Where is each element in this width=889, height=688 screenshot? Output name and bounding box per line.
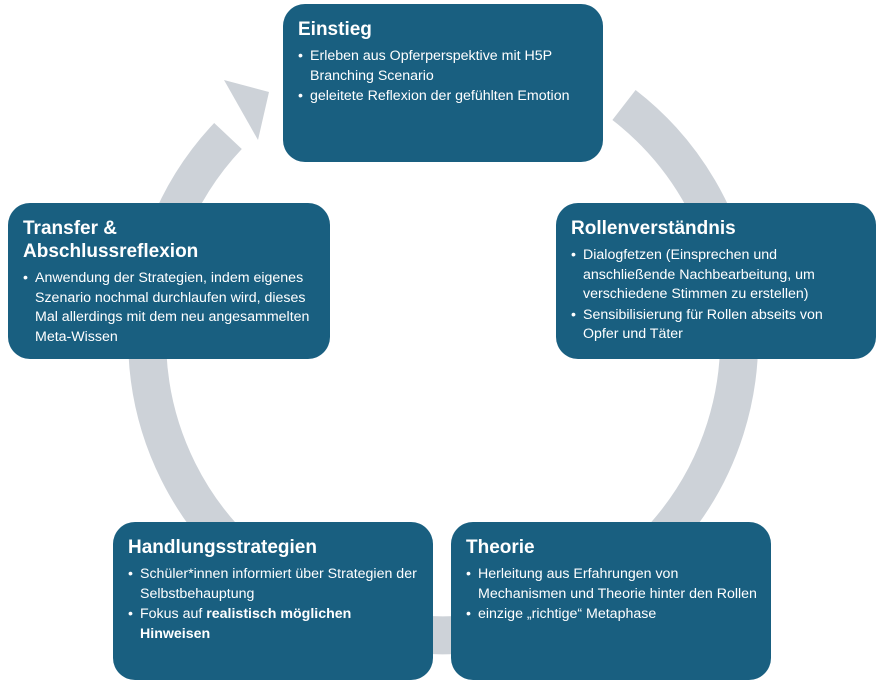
stage-title: Theorie [466, 537, 535, 558]
curved-arrow-icon [224, 80, 269, 140]
bullet-item: Herleitung aus Erfahrungen von Mechanism… [466, 565, 757, 604]
bullet-item: Anwendung der Strategien, indem eigenes … [23, 269, 316, 347]
stage-handlungsstrategien: Handlungsstrategien Schüler*innen inform… [113, 522, 433, 680]
bullet-list: Erleben aus Opferperspektive mit H5P Bra… [298, 47, 589, 107]
bullet-item: Schüler*innen informiert über Strategien… [128, 565, 419, 604]
bullet-item: geleitete Reflexion der gefühlten Emotio… [298, 87, 589, 107]
stage-einstieg: Einstieg Erleben aus Opferperspektive mi… [283, 4, 603, 162]
bullet-text: Fokus auf [140, 606, 207, 622]
stage-theorie: Theorie Herleitung aus Erfahrungen von M… [451, 522, 771, 680]
bullet-list: Anwendung der Strategien, indem eigenes … [23, 269, 316, 347]
stage-title: Rollenverständnis [571, 218, 736, 239]
bullet-emphasis: realistisch möglichen Hinweisen [140, 606, 352, 642]
bullet-list: Schüler*innen informiert über Strategien… [128, 565, 419, 644]
bullet-list: Dialogfetzen (Einsprechen und anschließe… [571, 246, 862, 345]
bullet-item: Sensibilisierung für Rollen abseits von … [571, 306, 862, 345]
bullet-item: Fokus auf realistisch möglichen Hinweise… [128, 605, 419, 644]
bullet-list: Herleitung aus Erfahrungen von Mechanism… [466, 565, 757, 625]
stage-title: Einstieg [298, 19, 372, 40]
stage-title: Handlungsstrategien [128, 537, 317, 558]
bullet-item: einzige „richtige“ Metaphase [466, 605, 757, 625]
stage-rollenverstaendnis: Rollenverständnis Dialogfetzen (Einsprec… [556, 203, 876, 359]
stage-title: Transfer &Abschlussreflexion [23, 218, 199, 262]
stage-transfer: Transfer &Abschlussreflexion Anwendung d… [8, 203, 330, 359]
bullet-item: Dialogfetzen (Einsprechen und anschließe… [571, 246, 862, 305]
bullet-item: Erleben aus Opferperspektive mit H5P Bra… [298, 47, 589, 86]
